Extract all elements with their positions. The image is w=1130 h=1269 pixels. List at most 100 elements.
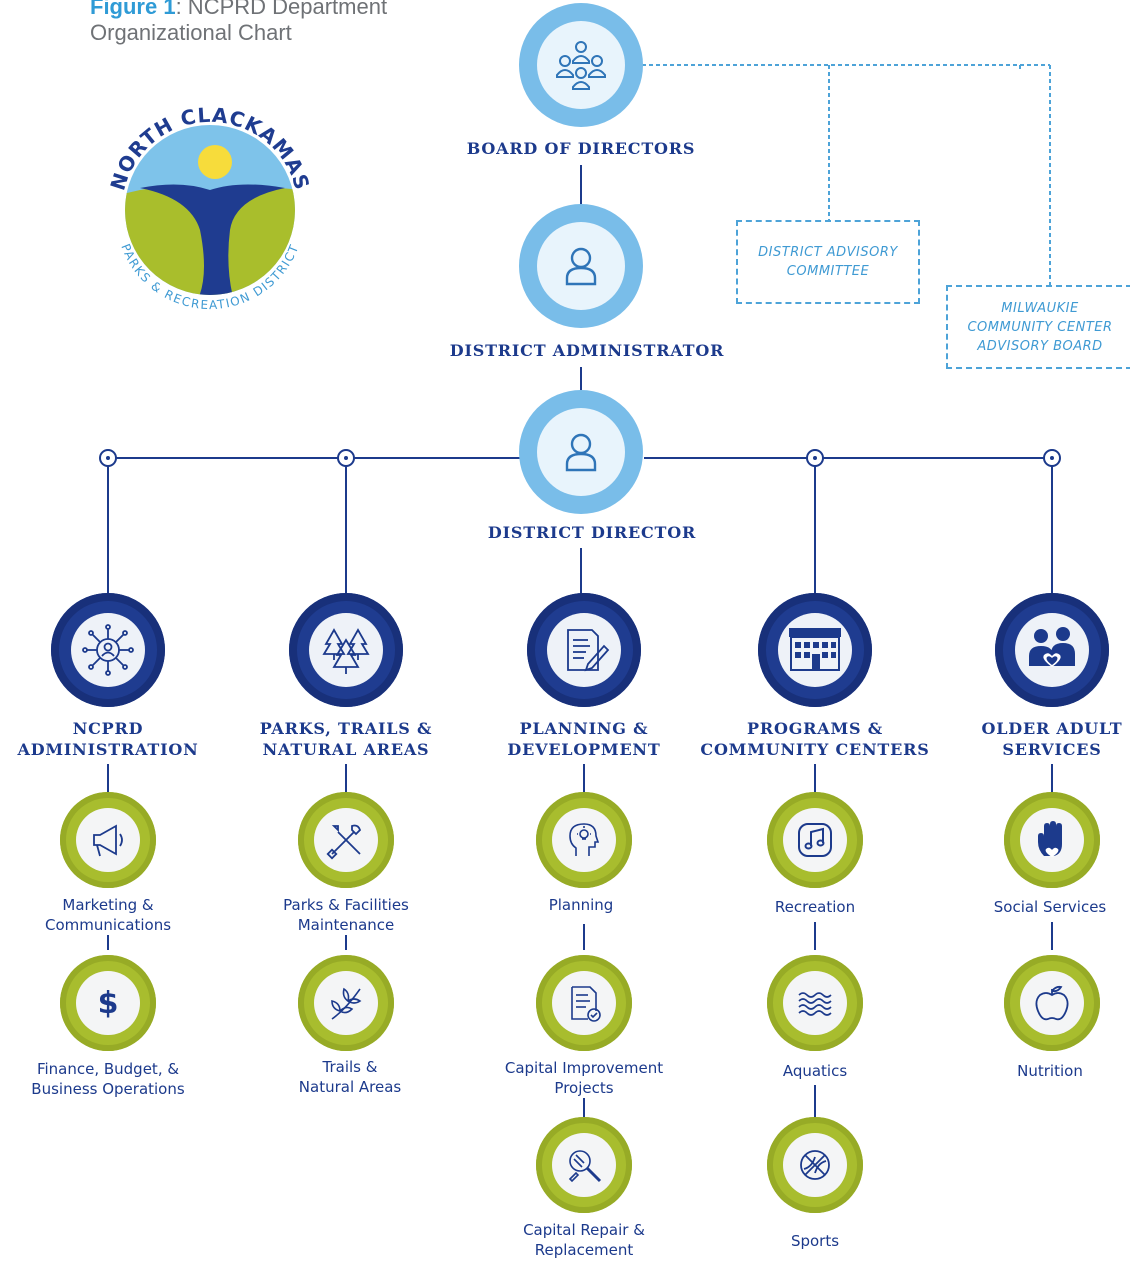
document-check-icon	[552, 971, 616, 1035]
basketball-icon	[783, 1133, 847, 1197]
label-line: Planning	[548, 896, 614, 914]
label-line: Sports	[790, 1232, 840, 1250]
advisory-line: MILWAUKIE	[1001, 300, 1079, 316]
label-line: Capital Improvement	[504, 1059, 664, 1077]
dept-node-programs	[758, 593, 872, 707]
megaphone-icon	[76, 808, 140, 872]
unit-label-repair: Capital Repair & Replacement	[523, 1220, 645, 1260]
board-label: BOARD OF DIRECTORS	[466, 139, 696, 158]
label-line: Trails &	[322, 1058, 378, 1076]
figure-title: Figure 1: NCPRD Department Organizationa…	[90, 0, 387, 46]
unit-node-social-services	[1004, 792, 1100, 888]
unit-node-planning	[536, 792, 632, 888]
hand-heart-icon	[1020, 808, 1084, 872]
unit-label-planning: Planning	[549, 895, 614, 915]
water-waves-icon	[783, 971, 847, 1035]
label-line: ADMINISTRATION	[17, 740, 199, 759]
dept-label-older-adult: OLDER ADULT SERVICES	[981, 718, 1122, 760]
unit-node-finance: $	[60, 955, 156, 1051]
unit-label-maintenance: Parks & Facilities Maintenance	[283, 895, 409, 935]
label-line: Finance, Budget, &	[36, 1060, 180, 1078]
label-line: Capital Repair &	[523, 1221, 645, 1239]
dept-label-administration: NCPRD ADMINISTRATION	[17, 718, 198, 760]
dept-label-planning: PLANNING & DEVELOPMENT	[507, 718, 660, 760]
advisory-line: COMMITTEE	[786, 264, 870, 279]
ncprd-logo: NORTH CLACKAMAS PARKS & RECREATION DISTR…	[100, 80, 330, 320]
label-line: DEVELOPMENT	[507, 740, 661, 759]
unit-label-recreation: Recreation	[775, 897, 855, 917]
unit-label-marketing: Marketing & Communications	[45, 895, 171, 935]
figure-title-rest: : NCPRD Department	[175, 0, 388, 19]
unit-node-aquatics	[767, 955, 863, 1051]
person-icon	[537, 408, 625, 496]
board-node	[519, 3, 643, 127]
unit-node-marketing	[60, 792, 156, 888]
building-icon	[778, 613, 852, 687]
unit-label-trails: Trails & Natural Areas	[299, 1057, 401, 1097]
advisory-line: DISTRICT ADVISORY	[758, 245, 898, 260]
label-line: SERVICES	[1002, 740, 1102, 759]
music-note-icon	[783, 808, 847, 872]
dept-label-parks: PARKS, TRAILS & NATURAL AREAS	[260, 718, 433, 760]
dept-node-older-adult	[995, 593, 1109, 707]
label-line: Aquatics	[782, 1062, 848, 1080]
unit-node-maintenance	[298, 792, 394, 888]
label-line: NCPRD	[72, 719, 144, 738]
label-line: PARKS, TRAILS &	[259, 719, 433, 738]
unit-node-trails	[298, 955, 394, 1051]
label-line: OLDER ADULT	[981, 719, 1123, 738]
junction-dot	[1043, 449, 1061, 467]
figure-label: Figure 1	[90, 0, 176, 19]
director-node	[519, 390, 643, 514]
label-line: Communications	[44, 916, 172, 934]
unit-label-sports: Sports	[791, 1231, 839, 1251]
junction-dot	[806, 449, 824, 467]
label-line: Recreation	[774, 898, 856, 916]
dept-label-programs: PROGRAMS & COMMUNITY CENTERS	[700, 718, 929, 760]
group-icon	[537, 21, 625, 109]
unit-node-sports	[767, 1117, 863, 1213]
label-line: Replacement	[534, 1241, 634, 1259]
dollar-icon: $	[76, 971, 140, 1035]
person-icon	[537, 222, 625, 310]
unit-label-aquatics: Aquatics	[783, 1061, 847, 1081]
head-lightbulb-icon	[552, 808, 616, 872]
unit-node-cip	[536, 955, 632, 1051]
unit-node-recreation	[767, 792, 863, 888]
label-line: Social Services	[993, 898, 1107, 916]
dept-node-parks	[289, 593, 403, 707]
tools-icon	[314, 808, 378, 872]
label-line: COMMUNITY CENTERS	[700, 740, 930, 759]
document-pen-icon	[547, 613, 621, 687]
unit-label-finance: Finance, Budget, & Business Operations	[31, 1059, 184, 1099]
figure-title-line2: Organizational Chart	[90, 20, 292, 45]
label-line: Nutrition	[1017, 1062, 1083, 1080]
label-line: Parks & Facilities	[283, 896, 409, 914]
label-line: Marketing &	[62, 896, 154, 914]
advisory-line: ADVISORY BOARD	[977, 338, 1103, 354]
network-icon	[71, 613, 145, 687]
dept-node-administration	[51, 593, 165, 707]
label-line: Business Operations	[31, 1080, 185, 1098]
label-line: PROGRAMS &	[747, 719, 883, 738]
milwaukie-advisory-board: MILWAUKIE COMMUNITY CENTER ADVISORY BOAR…	[946, 285, 1130, 369]
label-line: Projects	[554, 1079, 614, 1097]
trees-icon	[309, 613, 383, 687]
magnifier-pencil-icon	[552, 1133, 616, 1197]
unit-node-nutrition	[1004, 955, 1100, 1051]
label-line: Natural Areas	[298, 1078, 402, 1096]
label-line: NATURAL AREAS	[262, 740, 430, 759]
district-advisory-committee: DISTRICT ADVISORY COMMITTEE	[736, 220, 920, 304]
label-line: PLANNING &	[519, 719, 649, 738]
junction-dot	[337, 449, 355, 467]
administrator-node	[519, 204, 643, 328]
unit-label-cip: Capital Improvement Projects	[505, 1058, 663, 1098]
dept-node-planning	[527, 593, 641, 707]
advisory-line: COMMUNITY CENTER	[967, 319, 1113, 335]
administrator-label: DISTRICT ADMINISTRATOR	[449, 341, 725, 360]
unit-label-nutrition: Nutrition	[1017, 1061, 1083, 1081]
family-heart-icon	[1015, 613, 1089, 687]
unit-node-repair	[536, 1117, 632, 1213]
branch-icon	[314, 971, 378, 1035]
